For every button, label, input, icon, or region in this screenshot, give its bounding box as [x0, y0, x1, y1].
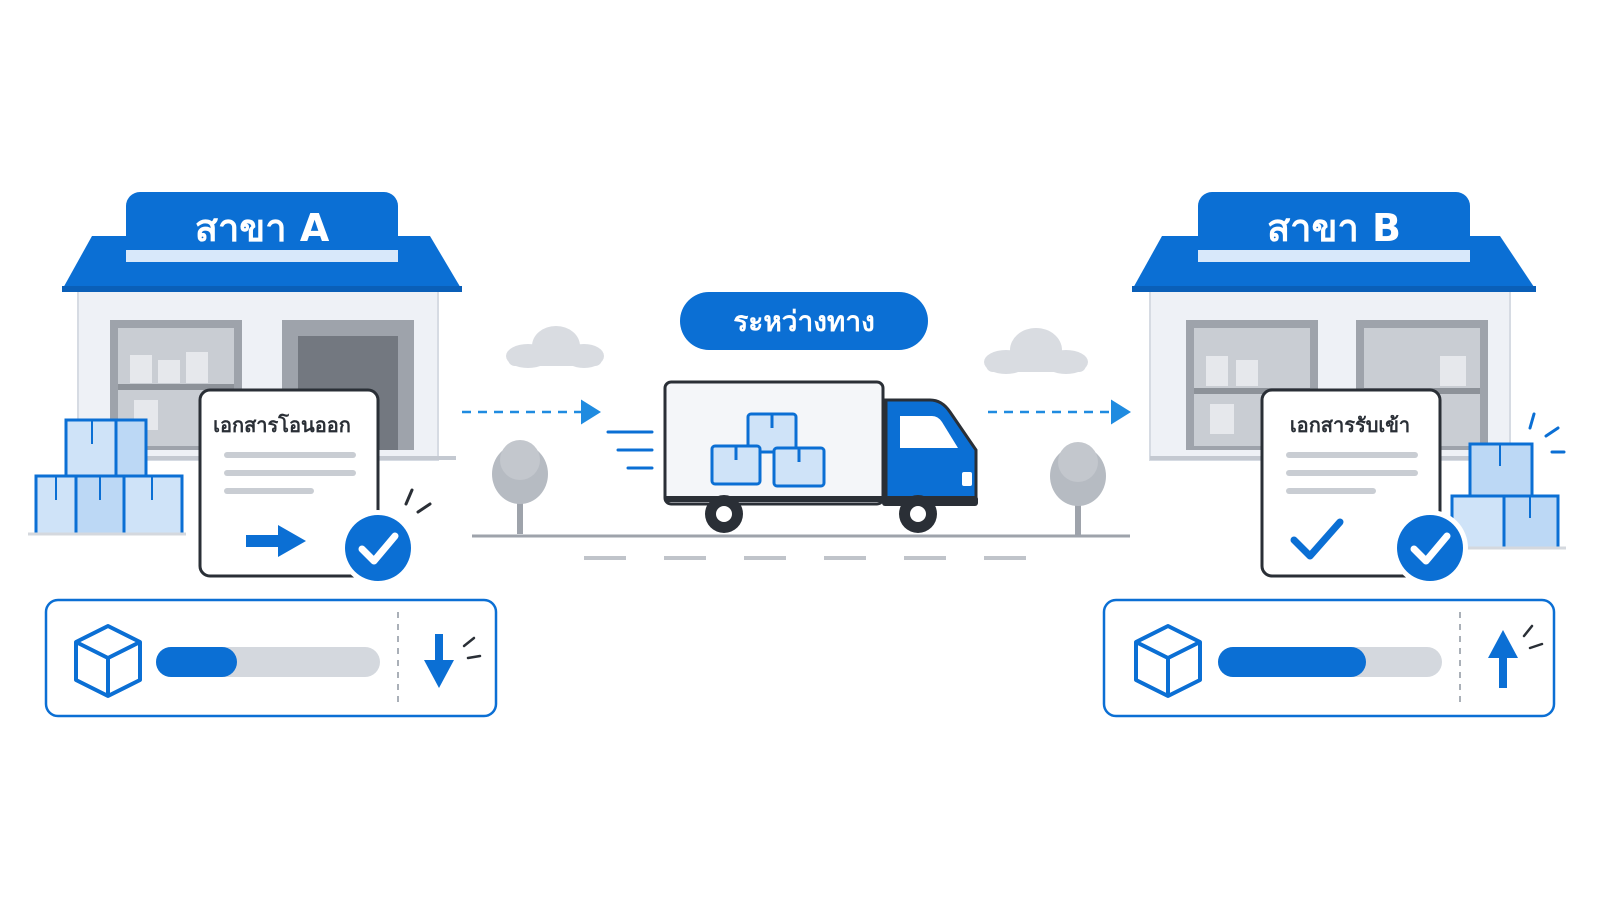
tree-icon: [1050, 442, 1106, 536]
branch-b-document-card: เอกสารรับเข้า: [1260, 388, 1468, 586]
branch-b-stock-panel: [1102, 598, 1556, 718]
cargo-boxes: [710, 412, 826, 488]
arrow-up-icon: [1488, 624, 1544, 688]
branch-b: สาขา B เอกสารรับเข้า: [1102, 192, 1566, 718]
sparkle-icon: [1528, 412, 1566, 454]
branch-a-stock-fill: [156, 647, 237, 677]
cloud-icon: [506, 326, 604, 368]
transit-status-pill: ระหว่างทาง: [680, 292, 928, 350]
branch-b-stock-fill: [1218, 647, 1366, 677]
branch-a-stacked-boxes: [28, 418, 186, 536]
branch-a-document-card: เอกสารโอนออก: [198, 388, 432, 586]
branch-b-stacked-boxes: [1440, 412, 1566, 550]
box-icon: [74, 624, 142, 698]
tree-icon: [492, 440, 548, 534]
box-icon: [1134, 624, 1202, 698]
branch-b-warehouse: [1132, 236, 1536, 461]
cloud-icon: [984, 328, 1088, 374]
branch-b-document-label: เอกสารรับเข้า: [1290, 413, 1410, 437]
branch-b-header: สาขา B: [1198, 192, 1470, 262]
branch-b-title: สาขา B: [1267, 206, 1401, 250]
truck-icon: [606, 380, 978, 533]
road: [472, 534, 1130, 560]
arrow-right-icon: [246, 525, 306, 557]
transit: ระหว่างทาง: [462, 292, 1131, 560]
branch-a-header: สาขา A: [126, 192, 398, 262]
branch-a: สาขา A เอกสารโอนออก: [28, 192, 498, 718]
branch-a-title: สาขา A: [195, 206, 330, 250]
check-circle-icon: [1392, 510, 1468, 586]
sparkle-icon: [404, 488, 432, 514]
branch-a-stock-panel: [44, 598, 498, 718]
branch-a-document-label: เอกสารโอนออก: [213, 413, 351, 437]
transit-label: ระหว่างทาง: [733, 305, 875, 338]
arrow-down-icon: [424, 634, 482, 688]
check-circle-icon: [340, 510, 416, 586]
check-icon: [1290, 518, 1344, 560]
